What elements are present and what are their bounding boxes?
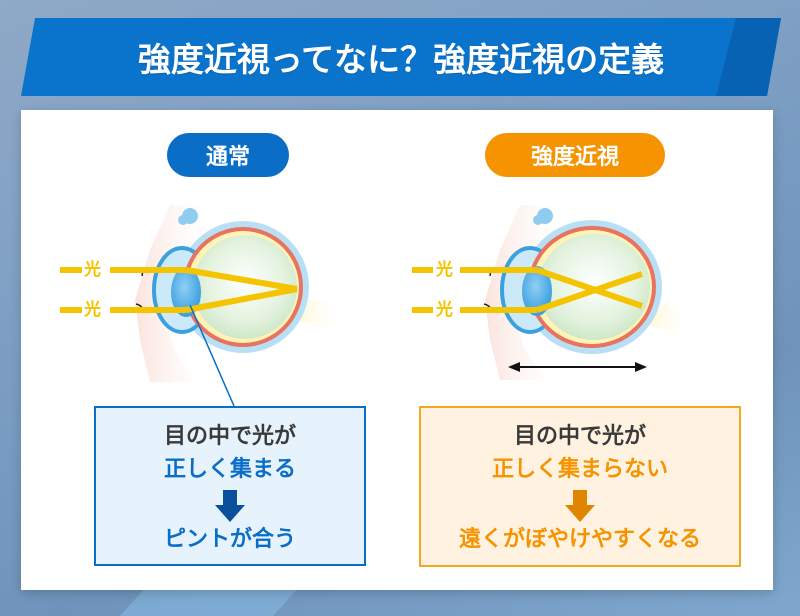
label-high-myopia: 強度近視 <box>485 133 665 177</box>
explanation-result: ピントが合う <box>163 527 296 552</box>
explanation-highlight: 正しく集まる <box>163 457 296 482</box>
explanation-result: 遠くがぼやけやすくなる <box>458 527 701 552</box>
explanation-line: 目の中で光が <box>513 424 646 449</box>
page-title: 強度近視ってなに？強度近視の定義 <box>137 40 665 79</box>
title-banner <box>21 18 781 96</box>
down-arrow-icon <box>565 490 595 522</box>
down-arrow-icon <box>215 490 245 522</box>
background-decoration <box>120 586 300 616</box>
light-label: 光 <box>435 260 454 280</box>
light-label: 光 <box>435 300 454 320</box>
light-label: 光 <box>83 260 102 280</box>
explanation-line: 目の中で光が <box>163 424 296 449</box>
light-label: 光 <box>83 300 102 320</box>
myopia-explanation-box: 目の中で光が 正しく集まらない 遠くがぼやけやすくなる <box>419 406 741 567</box>
explanation-highlight: 正しく集まらない <box>491 457 668 482</box>
normal-explanation-box: 目の中で光が 正しく集まる ピントが合う <box>94 406 366 566</box>
label-normal: 通常 <box>167 133 289 177</box>
